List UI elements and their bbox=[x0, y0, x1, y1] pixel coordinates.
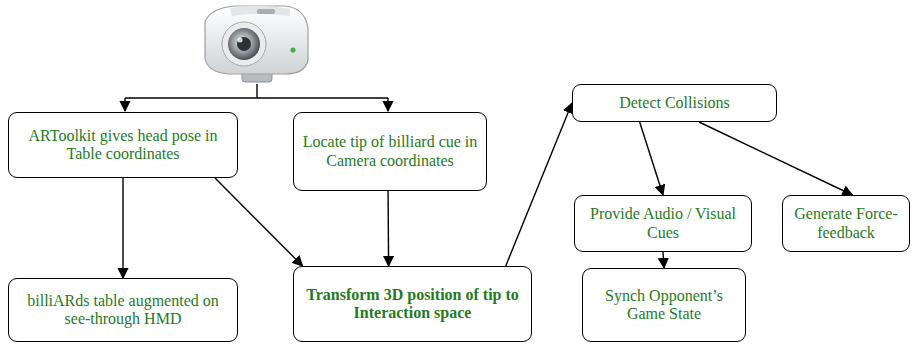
tip-locate-box: Locate tip of billiard cue in Camera coo… bbox=[293, 112, 487, 191]
augment-box: billiARds table augmented on see-through… bbox=[8, 278, 238, 342]
force-box: Generate Force-feedback bbox=[782, 195, 910, 252]
box-label: Locate tip of billiard cue in Camera coo… bbox=[300, 133, 480, 170]
flow-arrow bbox=[387, 191, 389, 266]
flow-arrow bbox=[215, 178, 303, 266]
flow-arrow bbox=[663, 252, 664, 268]
box-label: Provide Audio / Visual Cues bbox=[581, 205, 745, 242]
box-label: Synch Opponent’s Game State bbox=[589, 287, 739, 324]
flow-arrow bbox=[122, 178, 123, 278]
flow-arrow bbox=[699, 122, 852, 195]
transform-box: Transform 3D position of tip to Interact… bbox=[293, 266, 532, 342]
box-label: ARToolkit gives head pose in Table coord… bbox=[15, 127, 231, 164]
cues-box: Provide Audio / Visual Cues bbox=[574, 195, 752, 252]
pose-box: ARToolkit gives head pose in Table coord… bbox=[8, 112, 238, 178]
box-label: Transform 3D position of tip to Interact… bbox=[300, 286, 525, 323]
box-label: Generate Force-feedback bbox=[789, 205, 903, 242]
camera-feed-lines bbox=[125, 84, 388, 111]
flow-arrow bbox=[506, 103, 572, 266]
flow-arrow bbox=[640, 122, 663, 195]
box-label: Detect Collisions bbox=[619, 94, 730, 112]
camera bbox=[205, 6, 308, 82]
sync-box: Synch Opponent’s Game State bbox=[582, 268, 746, 342]
collision-box: Detect Collisions bbox=[572, 84, 777, 122]
box-label: billiARds table augmented on see-through… bbox=[15, 292, 231, 329]
